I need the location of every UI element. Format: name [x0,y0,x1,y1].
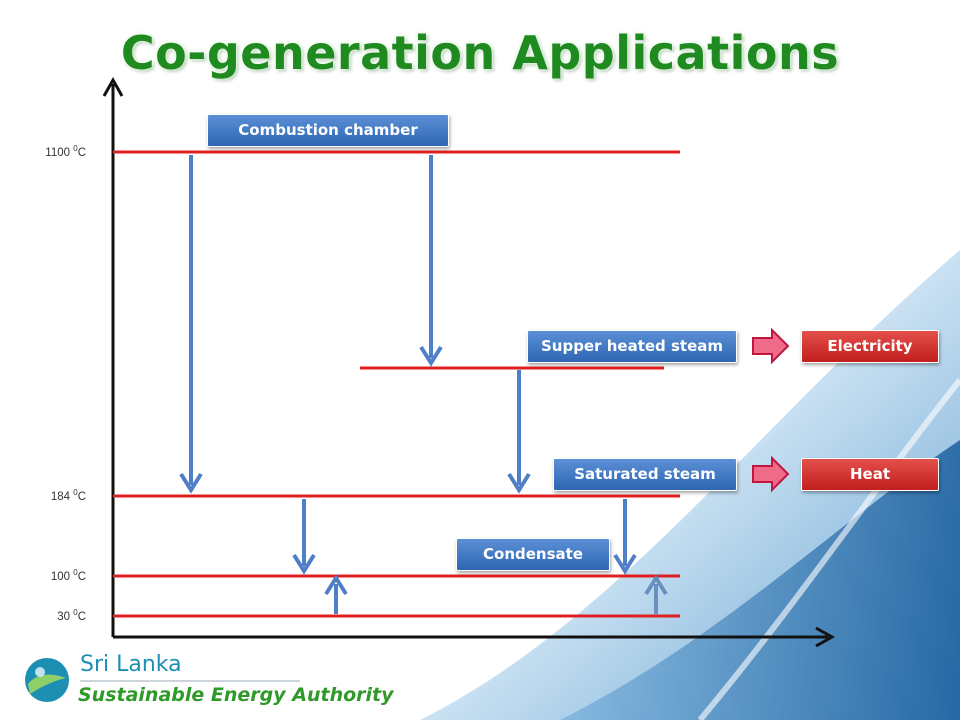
logo-text-sea: Sustainable Energy Authority [78,684,394,706]
background-glow [697,378,960,720]
logo-text-sri-lanka: Sri Lanka [80,652,182,677]
arrow-30-to-100-right [644,574,668,614]
temp-label-1100: 1100 0C [16,144,86,159]
temp-unit: C [77,490,86,503]
temp-value-1100: 1100 [45,146,74,159]
temp-value-184: 184 [50,490,74,503]
degree-sup: 0 [73,608,78,617]
arrow-30-to-100-left [324,574,348,614]
arrow-superheated-to-184 [507,370,531,494]
saturated-steam-box: Saturated steam [553,458,737,491]
heat-box: Heat [801,458,939,491]
degree-sup: 0 [73,488,78,497]
temp-label-30: 30 0C [16,608,86,623]
background-swoosh-dark [560,440,960,720]
temp-label-184: 184 0C [16,488,86,503]
temp-unit: C [77,610,86,623]
temp-value-100: 100 [50,570,74,583]
condensate-box: Condensate [456,538,610,571]
x-axis-arrowhead [815,626,836,648]
arrow-combustion-to-184 [179,155,203,494]
superheated-steam-box: Supper heated steam [527,330,737,363]
degree-sup: 0 [73,568,78,577]
temp-label-100: 100 0C [16,568,86,583]
pointer-arrow-electricity [752,327,790,365]
arrow-saturated-to-100 [613,499,637,575]
temp-value-30: 30 [57,610,74,623]
slide-title: Co-generation Applications [120,26,840,80]
degree-sup: 0 [73,144,78,153]
sea-logo-icon [25,658,69,702]
temp-unit: C [77,146,86,159]
arrow-184-to-100-left [292,499,316,575]
arrow-combustion-to-superheated [419,155,443,367]
temp-unit: C [77,570,86,583]
pointer-arrow-heat [752,455,790,493]
electricity-box: Electricity [801,330,939,363]
y-axis-arrowhead [102,76,124,97]
combustion-chamber-box: Combustion chamber [207,114,449,147]
